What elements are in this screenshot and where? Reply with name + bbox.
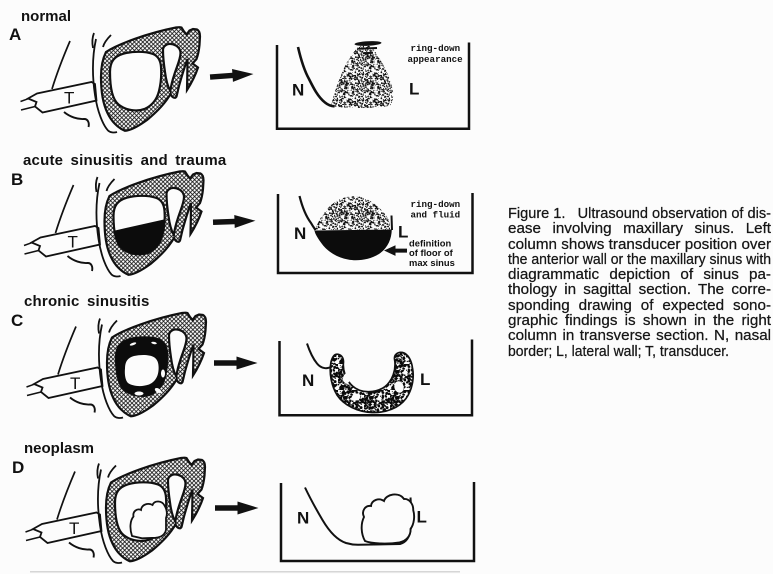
svg-text:N: N <box>302 371 314 390</box>
svg-text:appearance: appearance <box>408 54 464 65</box>
svg-text:N: N <box>292 81 304 100</box>
svg-text:L: L <box>398 223 408 242</box>
svg-text:definition: definition <box>409 238 451 249</box>
svg-text:ring-down: ring-down <box>411 43 461 54</box>
svg-text:L: L <box>409 80 419 99</box>
svg-text:L: L <box>420 370 430 389</box>
svg-text:N: N <box>297 509 309 528</box>
svg-text:L: L <box>417 508 427 527</box>
svg-text:of floor of: of floor of <box>409 247 454 258</box>
svg-text:N: N <box>294 224 306 243</box>
svg-text:ring-down: ring-down <box>411 199 461 210</box>
svg-text:max sinus: max sinus <box>409 257 455 268</box>
svg-text:and fluid: and fluid <box>411 210 461 221</box>
